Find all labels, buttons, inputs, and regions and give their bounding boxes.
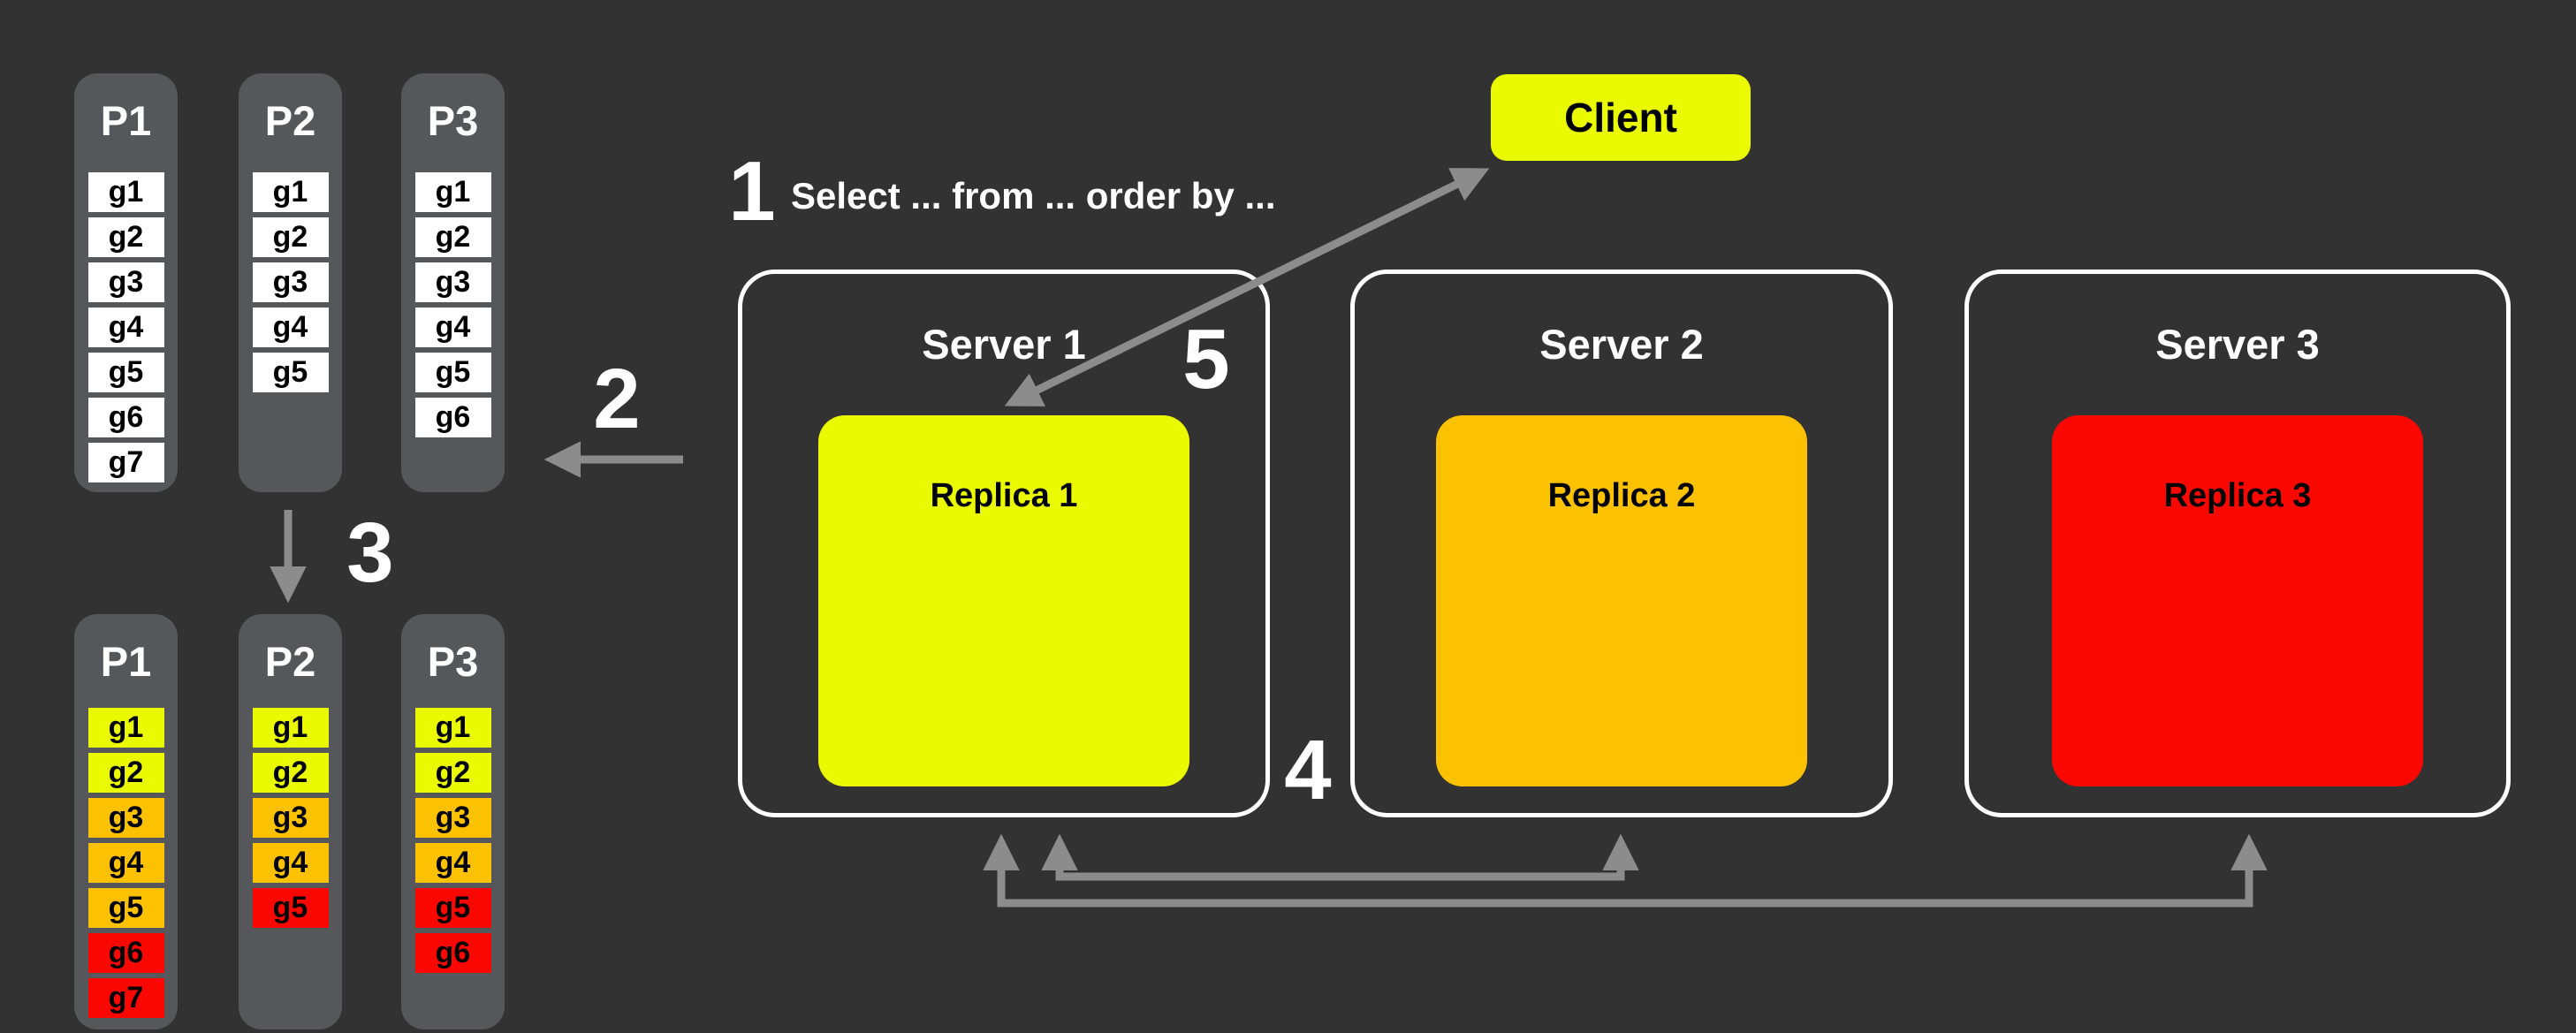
shard-item: g6 (87, 933, 164, 973)
partition-items: g1 g2 g3 g4 g5 g6 (401, 708, 505, 973)
partition-title: P1 (100, 638, 152, 685)
partition-column-before-p1: P1 g1 g2 g3 g4 g5 g6 g7 (74, 73, 178, 492)
shard-item: g2 (87, 753, 164, 793)
partition-title: P1 (100, 97, 152, 144)
shard-item: g1 (87, 172, 164, 212)
shard-item: g3 (252, 798, 329, 838)
partition-title: P3 (427, 97, 479, 144)
server-1-box: Server 1 Replica 1 (738, 270, 1270, 817)
server-3-box: Server 3 Replica 3 (1964, 270, 2511, 817)
partition-column-before-p3: P3 g1 g2 g3 g4 g5 g6 (401, 73, 505, 492)
client-box: Client (1491, 74, 1751, 161)
partition-items: g1 g2 g3 g4 g5 g6 (401, 172, 505, 437)
shard-item: g2 (252, 217, 329, 257)
server-2-box: Server 2 Replica 2 (1350, 270, 1893, 817)
partition-title: P2 (264, 97, 316, 144)
shard-item: g1 (252, 708, 329, 748)
shard-item: g2 (252, 753, 329, 793)
server-title: Server 2 (1539, 321, 1704, 368)
shard-item: g6 (87, 398, 164, 437)
server1-server2-sync-arrow (1041, 833, 1639, 881)
shard-item: g3 (414, 262, 491, 302)
partition-items: g1 g2 g3 g4 g5 (239, 708, 342, 928)
partition-column-after-p1: P1 g1 g2 g3 g4 g5 g6 g7 (74, 614, 178, 1029)
partition-title: P3 (427, 638, 479, 685)
partition-items: g1 g2 g3 g4 g5 g6 g7 (74, 172, 178, 482)
shard-item: g1 (87, 708, 164, 748)
replica-2-box: Replica 2 (1436, 415, 1807, 786)
step-1-query-caption: Select ... from ... order by ... (791, 175, 1276, 216)
replica-1-box: Replica 1 (818, 415, 1189, 786)
partition-column-after-p2: P2 g1 g2 g3 g4 g5 (239, 614, 342, 1029)
partition-column-before-p2: P2 g1 g2 g3 g4 g5 (239, 73, 342, 492)
shard-item: g2 (87, 217, 164, 257)
shard-item: g5 (252, 888, 329, 928)
shard-item: g4 (87, 843, 164, 883)
shard-item: g6 (414, 398, 491, 437)
shard-item: g4 (414, 843, 491, 883)
step-number-3: 3 (346, 505, 394, 600)
shard-item: g2 (414, 217, 491, 257)
shard-item: g5 (414, 888, 491, 928)
shard-item: g1 (414, 172, 491, 212)
partition-items: g1 g2 g3 g4 g5 (239, 172, 342, 392)
partition-items: g1 g2 g3 g4 g5 g6 g7 (74, 708, 178, 1018)
shard-item: g4 (252, 843, 329, 883)
step-number-2: 2 (593, 352, 641, 446)
step-number-5: 5 (1182, 312, 1230, 406)
shard-item: g4 (252, 308, 329, 347)
shard-item: g1 (252, 172, 329, 212)
shard-item: g4 (414, 308, 491, 347)
replica-label: Replica 2 (1547, 477, 1696, 514)
shard-item: g5 (87, 353, 164, 392)
shard-item: g5 (87, 888, 164, 928)
shard-item: g3 (252, 262, 329, 302)
shard-item: g2 (414, 753, 491, 793)
shard-item: g7 (87, 443, 164, 482)
shard-item: g7 (87, 978, 164, 1018)
server1-server3-sync-arrow (983, 833, 2268, 908)
client-label: Client (1564, 95, 1677, 141)
step-number-4: 4 (1284, 723, 1332, 817)
shard-item: g3 (414, 798, 491, 838)
server-title: Server 3 (2155, 321, 2320, 368)
partition-title: P2 (264, 638, 316, 685)
shard-item: g3 (87, 262, 164, 302)
shard-item: g5 (414, 353, 491, 392)
shard-item: g6 (414, 933, 491, 973)
step-number-1: 1 (728, 144, 776, 239)
replica-label: Replica 3 (2163, 477, 2312, 514)
shard-item: g1 (414, 708, 491, 748)
shard-item: g5 (252, 353, 329, 392)
replica-label: Replica 1 (930, 477, 1078, 514)
shard-item: g3 (87, 798, 164, 838)
shard-item: g4 (87, 308, 164, 347)
partition-column-after-p3: P3 g1 g2 g3 g4 g5 g6 (401, 614, 505, 1029)
replica-3-box: Replica 3 (2052, 415, 2423, 786)
